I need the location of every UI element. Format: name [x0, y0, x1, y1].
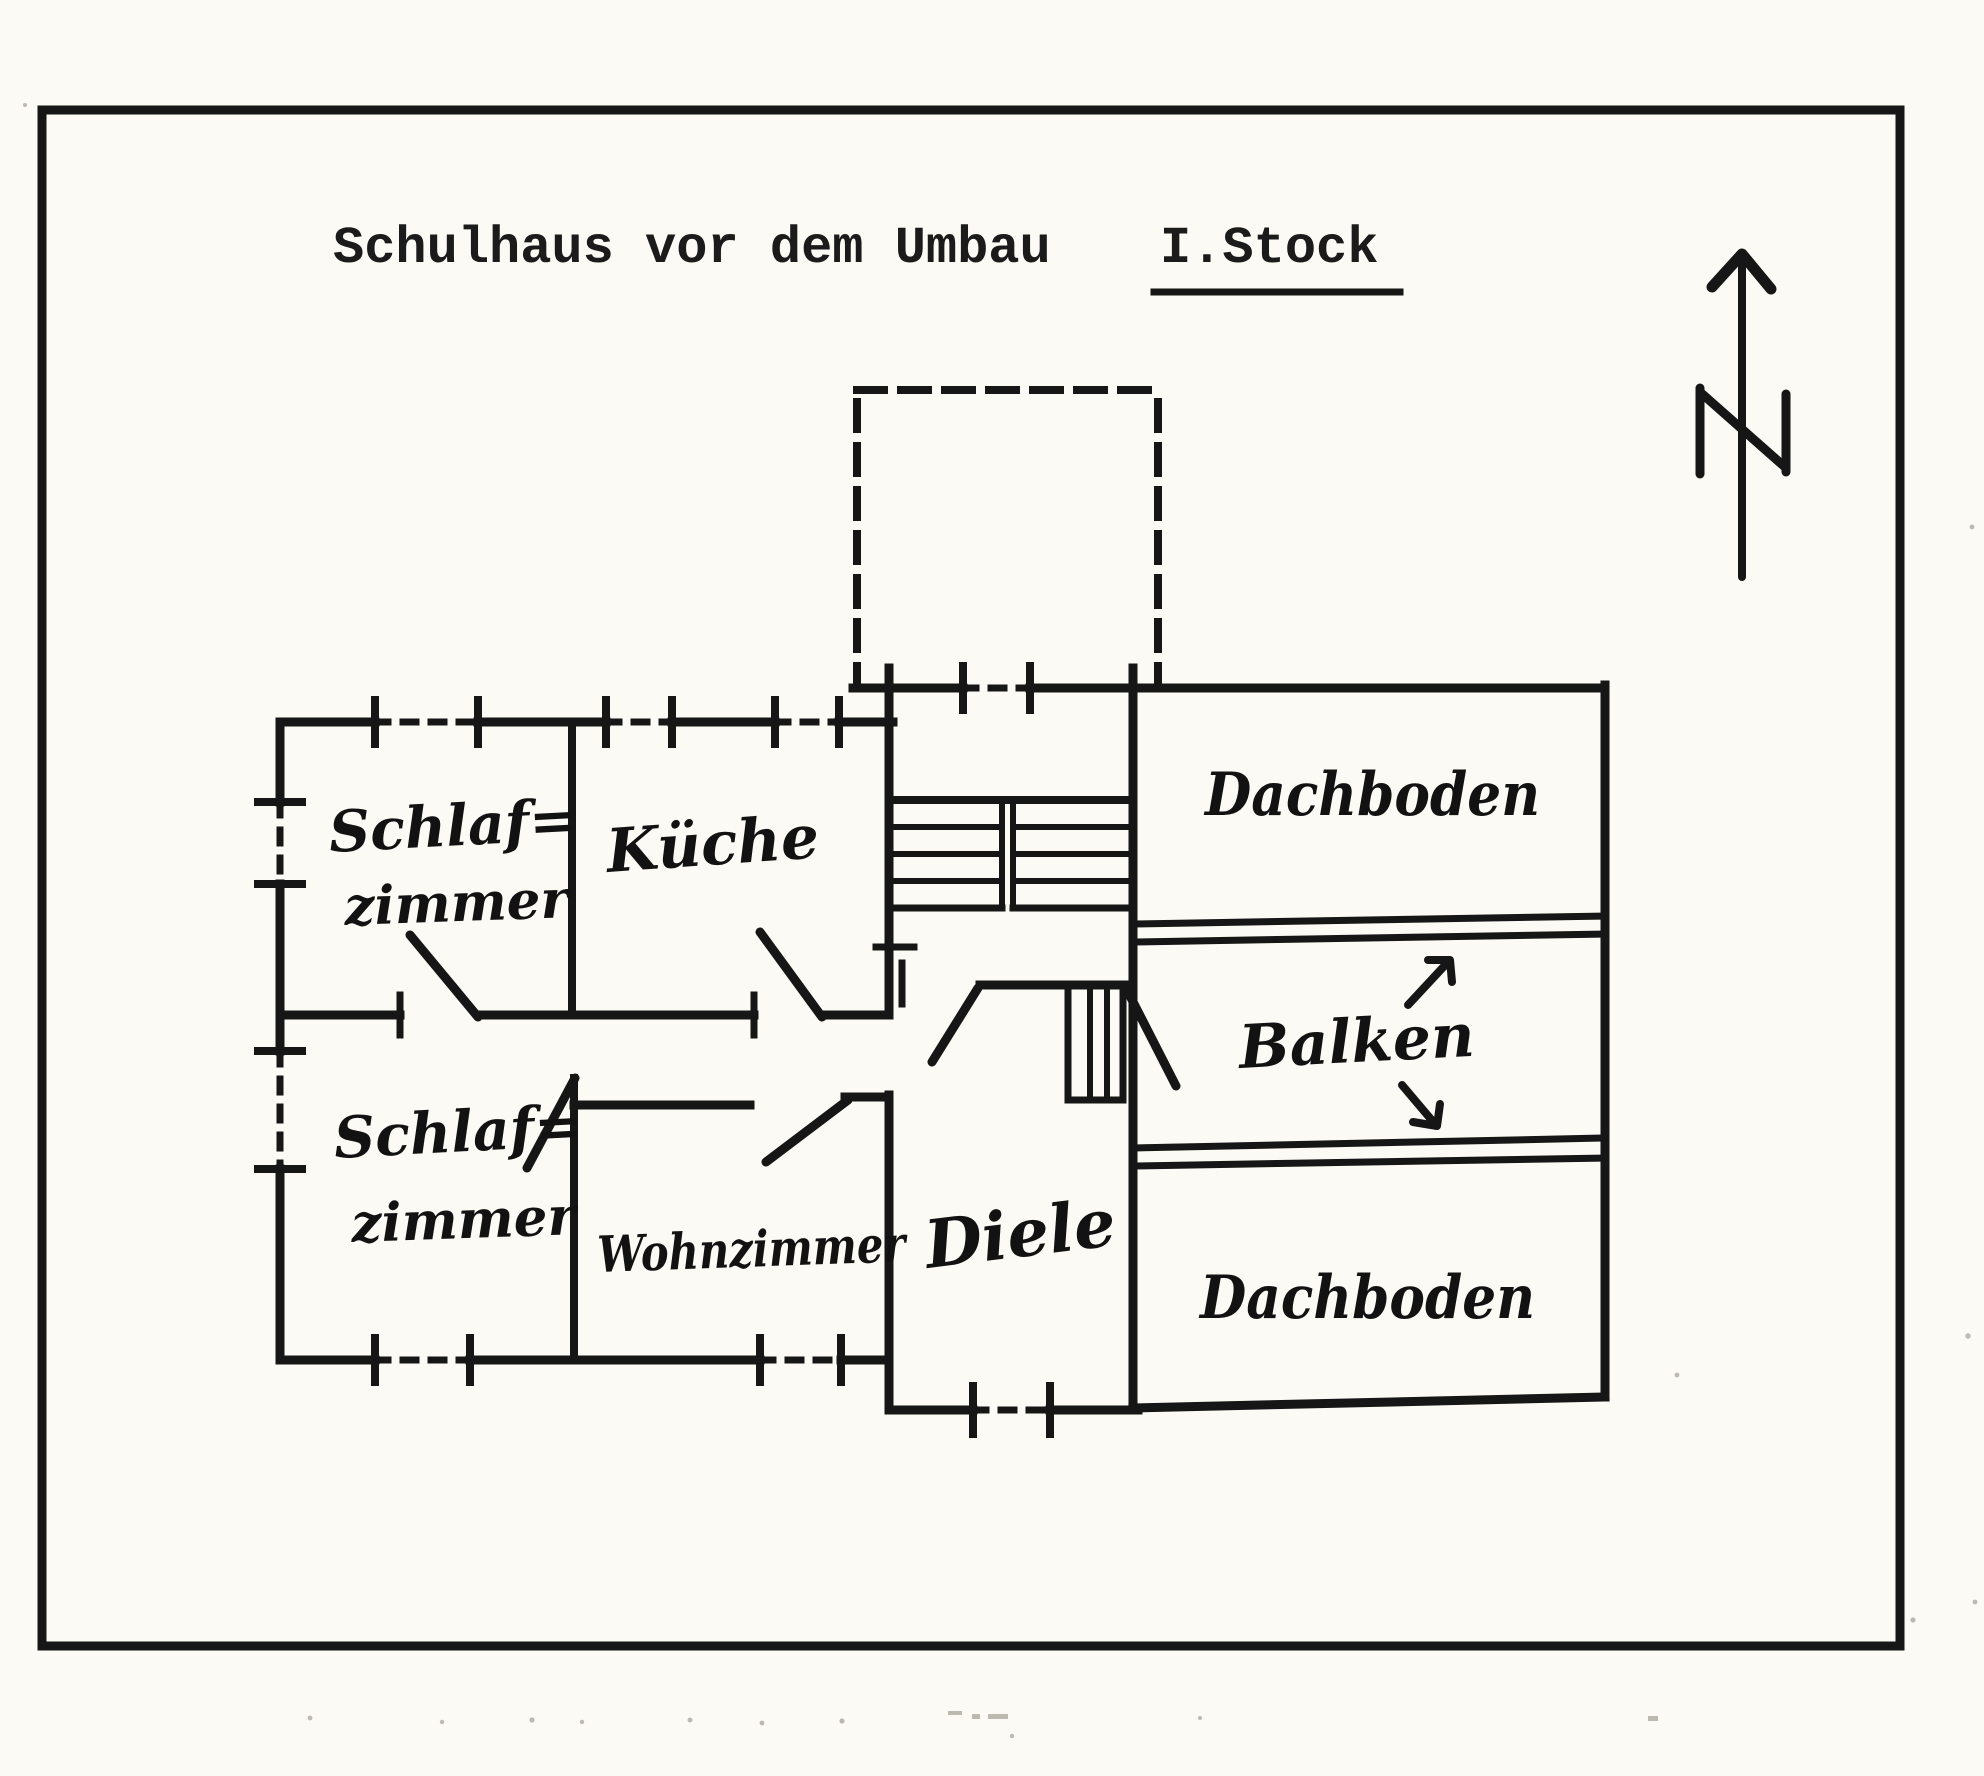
walls-hall-diele: [396, 662, 1610, 1438]
room-label-schlafzimmer-bottom-line2: zimmer: [349, 1185, 580, 1255]
room-label-dachboden-top: Dachboden: [1203, 760, 1540, 830]
room-label-wohnzimmer: Wohnzimmer: [596, 1214, 909, 1284]
door-swing-wohnzimmer: [761, 1095, 853, 1167]
room-label-schlafzimmer-top-line1: Schlaf=: [327, 786, 578, 866]
balcony-dashed-outline: [853, 386, 1162, 686]
room-label-balken: Balken: [1235, 1001, 1476, 1083]
room-label-schlafzimmer-bottom-line1: Schlaf=: [332, 1092, 583, 1172]
window-openings: [254, 696, 845, 1386]
room-label-kueche: Küche: [602, 802, 821, 887]
room-label-schlafzimmer-top-line2: zimmer: [342, 868, 573, 938]
room-labels: Schlaf= zimmer Küche Schlaf= zimmer Wohn…: [327, 760, 1540, 1333]
floor-label: I.Stock: [1160, 219, 1378, 278]
beam-lines: [1129, 912, 1609, 1170]
page-title: Schulhaus vor dem Umbau: [333, 219, 1051, 278]
north-arrow-icon: [1695, 248, 1791, 581]
walls-right-block: [1128, 680, 1610, 1413]
door-swings: [405, 927, 983, 1173]
door-swing-stair-hall: [927, 983, 983, 1067]
balken-arrow-up: [1404, 956, 1456, 1009]
attic-steps: [1064, 981, 1181, 1104]
scan-noise: [23, 103, 1978, 1739]
balken-arrow-down: [1398, 1081, 1444, 1130]
attic-steps-pointer-line: [1123, 987, 1181, 1091]
staircase: [885, 796, 1137, 912]
room-label-diele: Diele: [918, 1183, 1119, 1284]
door-swing-kueche: [755, 927, 827, 1022]
door-swing-schlafzimmer-top: [405, 930, 483, 1022]
walls-left-block: [275, 717, 898, 1365]
plan-border: [37, 105, 1905, 1651]
north-letter: [1695, 383, 1791, 479]
door-swing-schlafzimmer-bottom: [522, 1073, 580, 1173]
room-label-dachboden-bottom: Dachboden: [1198, 1263, 1535, 1333]
